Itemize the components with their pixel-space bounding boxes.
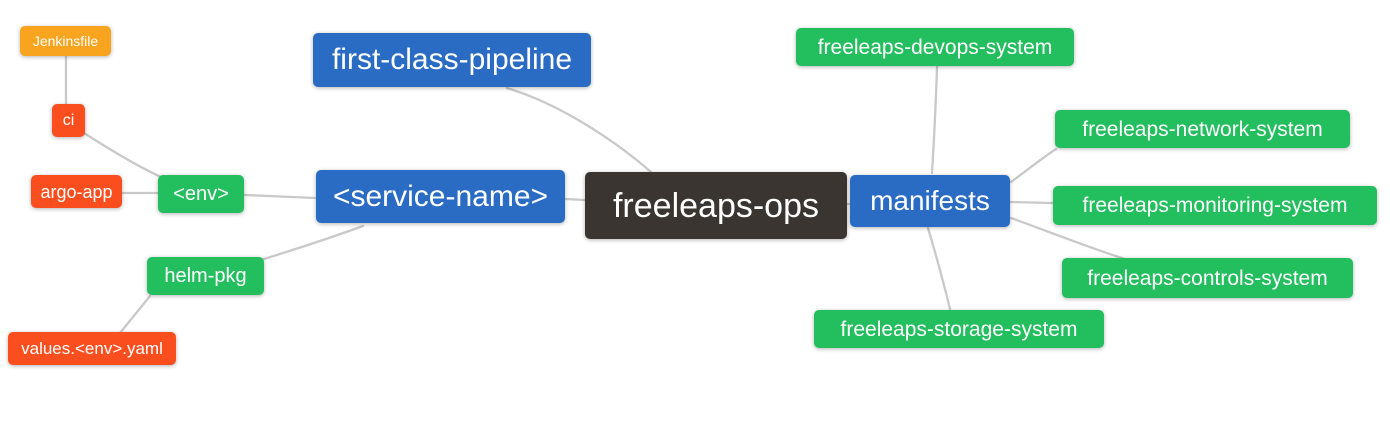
- edge-manifests-devops-system: [930, 65, 939, 175]
- node-values-env-yaml[interactable]: values.<env>.yaml: [8, 332, 176, 365]
- edge-service-name-helm-pkg: [262, 224, 365, 261]
- node-freeleaps-devops-system[interactable]: freeleaps-devops-system: [796, 28, 1074, 66]
- node-service-name[interactable]: <service-name>: [316, 170, 565, 223]
- node-manifests[interactable]: manifests: [850, 175, 1010, 227]
- edge-manifests-monitoring-system: [1009, 200, 1054, 205]
- edge-helm-pkg-values-env-yaml: [118, 294, 152, 335]
- node-ci[interactable]: ci: [52, 104, 85, 137]
- node-env[interactable]: <env>: [158, 175, 244, 213]
- edge-manifests-network-system: [1009, 147, 1058, 184]
- edge-ops-service-name: [564, 197, 586, 202]
- edge-manifests-storage-system: [926, 226, 952, 311]
- node-freeleaps-ops-root[interactable]: freeleaps-ops: [585, 172, 847, 239]
- node-freeleaps-network-system[interactable]: freeleaps-network-system: [1055, 110, 1350, 148]
- edge-ops-first-class-pipeline: [505, 86, 653, 174]
- node-jenkinsfile[interactable]: Jenkinsfile: [20, 26, 111, 56]
- node-helm-pkg[interactable]: helm-pkg: [147, 257, 264, 295]
- edge-service-name-env: [243, 193, 317, 200]
- node-first-class-pipeline[interactable]: first-class-pipeline: [313, 33, 591, 87]
- node-argo-app[interactable]: argo-app: [31, 175, 122, 208]
- edge-env-ci: [82, 131, 165, 180]
- node-freeleaps-monitoring-system[interactable]: freeleaps-monitoring-system: [1053, 186, 1377, 225]
- node-freeleaps-storage-system[interactable]: freeleaps-storage-system: [814, 310, 1104, 348]
- node-freeleaps-controls-system[interactable]: freeleaps-controls-system: [1062, 258, 1353, 298]
